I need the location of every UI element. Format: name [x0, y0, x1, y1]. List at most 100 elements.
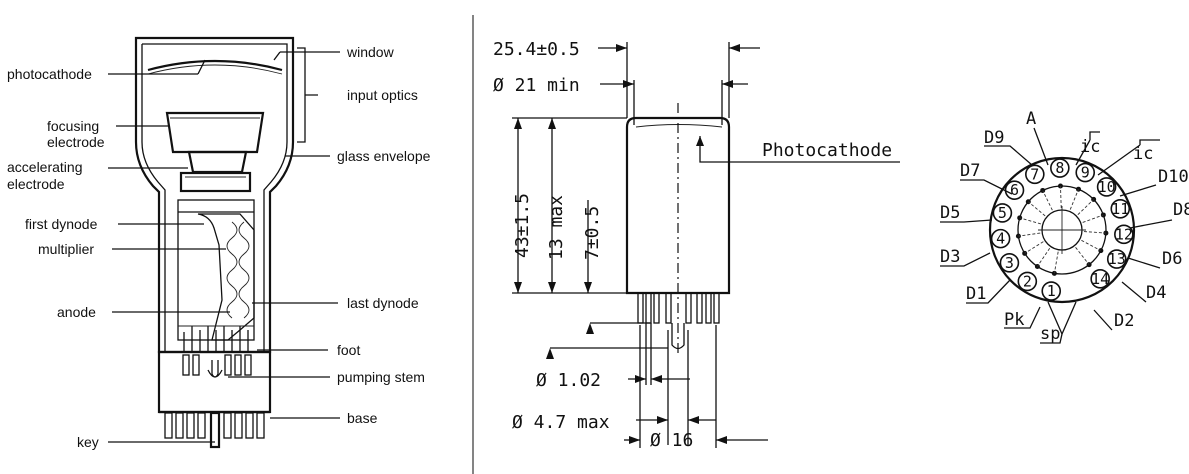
dim-length-ref: 7±0.5 — [582, 206, 603, 260]
pin-number-6: 6 — [1010, 181, 1019, 199]
accelerating-electrode-cup — [179, 171, 252, 193]
pin-spoke-4 — [1018, 232, 1041, 237]
label-photocathode-dim: Photocathode — [762, 140, 892, 161]
pin-1 — [1041, 281, 1062, 301]
input-optics-bracket — [297, 47, 318, 143]
pin-5 — [992, 203, 1013, 223]
pin-2 — [1017, 271, 1038, 292]
label-focusing-1: focusing — [47, 118, 99, 134]
pin-14 — [1090, 269, 1110, 289]
pin-13 — [1106, 249, 1127, 269]
pin-number-13: 13 — [1108, 250, 1126, 268]
pin-8 — [1050, 158, 1070, 178]
tube-body-outline — [625, 116, 731, 295]
pin-spoke-13 — [1081, 239, 1102, 252]
pin-spoke-14 — [1075, 247, 1090, 265]
pin-number-5: 5 — [998, 204, 1007, 222]
pin-4 — [990, 228, 1011, 249]
pin-7 — [1025, 164, 1045, 185]
pin-10 — [1096, 177, 1117, 197]
pin-number-8: 8 — [1055, 159, 1064, 177]
tube-base — [157, 350, 272, 414]
pin-spoke-3 — [1024, 241, 1044, 254]
pin-label-D10: D10 — [1158, 167, 1189, 187]
pin-number-12: 12 — [1115, 225, 1133, 243]
pin-label-Pk: Pk — [1004, 310, 1024, 330]
base-key — [209, 411, 221, 449]
label-multiplier: multiplier — [38, 241, 94, 257]
pin-label-D2: D2 — [1114, 311, 1134, 331]
focusing-electrode — [165, 111, 265, 154]
pin-number-10: 10 — [1098, 178, 1116, 196]
pin-label-D5: D5 — [940, 203, 960, 223]
pin-label-D9: D9 — [984, 128, 1004, 148]
pin-number-4: 4 — [996, 230, 1005, 248]
pin-label-D6: D6 — [1162, 249, 1182, 269]
dim-pin-diameter: Ø 1.02 — [536, 370, 601, 391]
dimension-drawing: 25.4±0.5 Ø 21 min Photocathode 43±1.5 13… — [493, 39, 900, 451]
dim-photocathode-diameter: Ø 21 min — [493, 75, 580, 96]
label-pumping-stem: pumping stem — [337, 369, 425, 385]
label-focusing-2: electrode — [47, 134, 105, 150]
pin-number-9: 9 — [1081, 164, 1090, 182]
accelerating-electrode — [187, 150, 248, 174]
pin-spoke-5 — [1019, 217, 1041, 225]
glass-envelope-outline — [134, 36, 295, 354]
pin-number-7: 7 — [1030, 165, 1039, 183]
pin-11 — [1110, 198, 1131, 219]
label-anode: anode — [57, 304, 96, 320]
base-pins — [164, 412, 265, 439]
pin-number-2: 2 — [1023, 272, 1032, 290]
pin-spoke-9 — [1069, 189, 1079, 210]
pin-spoke-10 — [1077, 199, 1094, 216]
multiplier-housing — [177, 199, 255, 341]
pin-9 — [1075, 162, 1096, 183]
pin-number-3: 3 — [1005, 254, 1014, 272]
pin-spoke-12 — [1083, 231, 1106, 234]
pin-label-ic-right: ic — [1133, 144, 1153, 164]
pin-12 — [1114, 224, 1134, 245]
label-accelerating-2: electrode — [7, 176, 65, 192]
pin-spoke-7 — [1042, 190, 1053, 211]
glass-envelope-inner — [141, 43, 288, 352]
pin-spoke-11 — [1082, 214, 1104, 223]
pin-label-D4: D4 — [1146, 283, 1166, 303]
pin-spoke-2 — [1037, 247, 1051, 267]
pin-spoke-6 — [1028, 201, 1046, 217]
pin-label-D3: D3 — [940, 247, 960, 267]
label-key: key — [77, 434, 99, 450]
label-foot: foot — [337, 342, 360, 358]
dim-length: 43±1.5 — [512, 193, 533, 258]
dynode-chain — [197, 213, 255, 341]
pin-label-A: A — [1026, 109, 1036, 129]
pin-number-14: 14 — [1091, 270, 1109, 288]
pin-number-1: 1 — [1047, 282, 1056, 300]
label-window: window — [346, 44, 395, 60]
label-input-optics: input optics — [347, 87, 418, 103]
pin-3 — [999, 253, 1020, 273]
label-base: base — [347, 410, 378, 426]
label-photocathode: photocathode — [7, 66, 92, 82]
leader-lines — [108, 51, 340, 443]
pin-label-D1: D1 — [966, 284, 986, 304]
dim-width-tolerance: 25.4±0.5 — [493, 39, 580, 60]
label-first-dynode: first dynode — [25, 216, 98, 232]
pin-number-11: 11 — [1111, 200, 1129, 218]
pumping-stem — [211, 360, 219, 378]
photocathode-curve — [147, 59, 283, 72]
dim-stem-diameter: Ø 4.7 max — [512, 412, 610, 433]
label-glass-envelope: glass envelope — [337, 148, 431, 164]
dimension-pins — [637, 292, 720, 350]
foot-pins — [178, 325, 254, 352]
pin-label-D7: D7 — [960, 161, 980, 181]
dim-pin-circle: Ø 16 — [650, 430, 693, 451]
pin-label-ic-left: ic — [1080, 137, 1100, 157]
base-outline-circle — [988, 156, 1136, 304]
pin-spoke-8 — [1060, 186, 1062, 209]
base-pins-inner — [182, 354, 252, 378]
pin-leader-lines — [940, 127, 1173, 344]
